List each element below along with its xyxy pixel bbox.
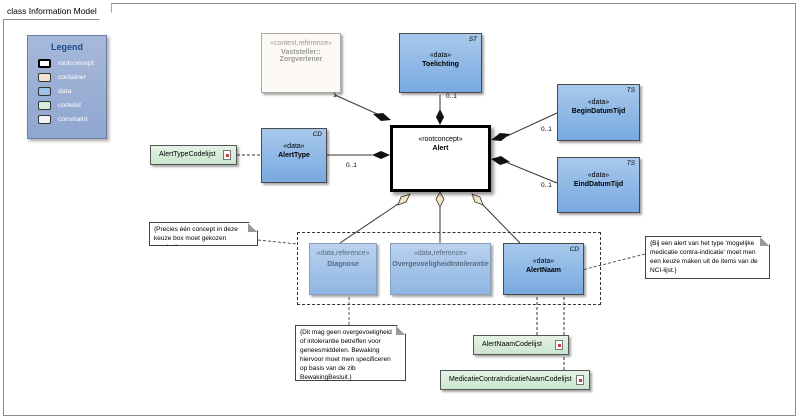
- aggregation-diamond-overgevoeligheid: [435, 191, 445, 208]
- connector-begin: [506, 112, 558, 137]
- class-name: Alert: [432, 145, 449, 152]
- composition-diamond-toelichting: [436, 109, 444, 125]
- legend-item-data: data: [28, 84, 106, 98]
- class-name: AlertNaam: [525, 267, 561, 274]
- legend-swatch-rootconcept: [38, 58, 51, 68]
- composition-diamond-vaststeller: [373, 113, 391, 121]
- class-name: Toelichting: [422, 61, 459, 68]
- legend-swatch-constraint: [38, 114, 51, 124]
- type-tag: TS: [626, 87, 635, 94]
- class-alertnaam[interactable]: CD «data» AlertNaam: [503, 243, 584, 295]
- diagram-frame-title: class Information Model: [3, 3, 112, 20]
- type-tag: CD: [312, 131, 322, 138]
- composition-diamond-eind: [491, 156, 510, 165]
- choice-box: [297, 232, 601, 305]
- legend-item-container: container: [28, 70, 106, 84]
- class-name: EindDatumTijd: [573, 181, 624, 188]
- note-link-alertnaam: [581, 253, 646, 271]
- legend-title: Legend: [50, 42, 83, 52]
- type-tag: TS: [626, 160, 635, 167]
- class-alerttype[interactable]: CD «data» AlertType: [261, 128, 327, 183]
- connector-diagnose: [339, 203, 399, 244]
- class-vaststeller-zorgverlener[interactable]: «context,reference» Vaststeller:: Zorgve…: [261, 33, 341, 93]
- class-overgevoeligheidintolerantie[interactable]: «data,reference» OvergevoeligheidIntoler…: [390, 243, 491, 295]
- codelist-name: AlertNaamCodelijst: [482, 341, 542, 348]
- stereotype-label: «rootconcept»: [418, 136, 463, 143]
- legend: Legend rootconcept container data codeli…: [27, 35, 107, 139]
- class-einddatumtijd[interactable]: TS «data» EindDatumTijd: [557, 157, 640, 213]
- stereotype-label: «data»: [532, 258, 555, 265]
- note-fold: [760, 237, 769, 246]
- stereotype-label: «data»: [429, 52, 452, 59]
- legend-item-rootconcept: rootconcept: [28, 56, 106, 70]
- multiplicity-einddatumtijd: 0..1: [541, 182, 552, 189]
- multiplicity-begindatumtijd: 0..1: [541, 126, 552, 133]
- class-name: AlertType: [278, 152, 310, 159]
- stereotype-label: «data»: [587, 172, 610, 179]
- aggregation-diamond-alertnaam: [471, 193, 484, 206]
- legend-item-constraint: constraint: [28, 112, 106, 126]
- composition-diamond-alerttype: [372, 151, 390, 159]
- legend-swatch-codelist: [38, 100, 51, 110]
- note-alertnaam-constraint: {Bij een alert van het type 'mogelijke m…: [645, 236, 770, 279]
- type-tag: ST: [468, 36, 477, 43]
- legend-swatch-container: [38, 72, 51, 82]
- aggregation-diamond-diagnose: [397, 193, 411, 206]
- class-toelichting[interactable]: ST «data» Toelichting: [399, 33, 482, 93]
- note-choice-constraint: {Precies één concept in deze keuze box m…: [149, 222, 258, 246]
- document-icon: [223, 150, 231, 160]
- codelist-name: MedicatieContraIndicatieNaamCodelijst: [449, 376, 572, 383]
- connector-alertnaam: [481, 203, 521, 244]
- stereotype-label: «data»: [587, 99, 610, 106]
- connector-vaststeller: [334, 94, 383, 117]
- stereotype-label: «data,reference»: [316, 250, 370, 257]
- note-fold: [396, 326, 405, 335]
- note-overgevoeligheid-constraint: {Dit mag geen overgevoeligheid of intole…: [295, 325, 406, 381]
- class-diagnose[interactable]: «data,reference» Diagnose: [309, 243, 377, 295]
- multiplicity-vaststeller: 1: [333, 92, 337, 99]
- codelist-alerttypecodelijst[interactable]: AlertTypeCodelijst: [150, 145, 237, 165]
- codelist-medicatiecontraindicatienaamcodelijst[interactable]: MedicatieContraIndicatieNaamCodelijst: [440, 370, 590, 390]
- legend-item-codelist: codelist: [28, 98, 106, 112]
- diagram-frame: [3, 3, 796, 416]
- stereotype-label: «data»: [283, 143, 305, 150]
- type-tag: CD: [569, 246, 579, 253]
- note-fold: [248, 223, 257, 232]
- stereotype-label: «context,reference»: [270, 40, 332, 47]
- class-begindatumtijd[interactable]: TS «data» BeginDatumTijd: [557, 84, 640, 141]
- composition-diamond-begin: [491, 133, 510, 141]
- class-name: Vaststeller:: Zorgverlener: [279, 49, 323, 63]
- document-icon: [555, 340, 563, 350]
- class-name: BeginDatumTijd: [571, 108, 626, 115]
- multiplicity-alerttype: 0..1: [346, 162, 357, 169]
- legend-swatch-data: [38, 86, 51, 96]
- note-link-choice: [257, 239, 298, 245]
- stereotype-label: «data,reference»: [414, 250, 467, 257]
- document-icon: [576, 375, 584, 385]
- class-name: OvergevoeligheidIntolerantie: [392, 261, 489, 268]
- codelist-name: AlertTypeCodelijst: [159, 151, 216, 158]
- class-alert-root[interactable]: «rootconcept» Alert: [390, 125, 491, 192]
- connector-eind: [507, 162, 558, 184]
- multiplicity-toelichting: 0..1: [446, 93, 457, 100]
- codelist-alertnaamcodelijst[interactable]: AlertNaamCodelijst: [473, 335, 569, 355]
- class-name: Diagnose: [327, 261, 359, 268]
